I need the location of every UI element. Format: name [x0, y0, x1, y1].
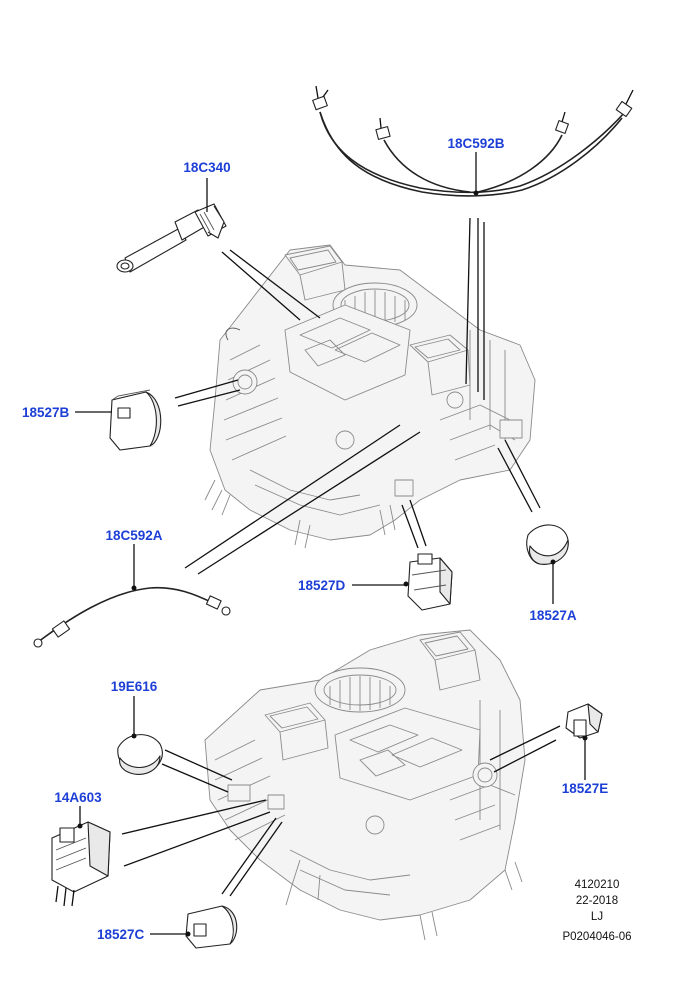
callout-18527B[interactable]: 18527B	[22, 405, 70, 420]
part-18C592A-cable	[33, 585, 231, 648]
callout-18527D[interactable]: 18527D	[298, 578, 346, 593]
callout-18527A[interactable]: 18527A	[529, 608, 577, 623]
callout-18C592A[interactable]: 18C592A	[105, 528, 162, 543]
reference-number: 4120210	[575, 879, 620, 891]
part-18527A-actuator	[526, 524, 569, 565]
callout-18C592B[interactable]: 18C592B	[447, 136, 504, 151]
leader-lines	[75, 152, 586, 935]
reference-code: LJ	[591, 911, 603, 923]
callout-18527E[interactable]: 18527E	[562, 781, 609, 796]
illustration-id: P0204046-06	[562, 931, 631, 943]
part-18527D-actuator	[403, 553, 453, 611]
lower-hvac-assembly	[204, 629, 526, 941]
reference-date: 22-2018	[576, 895, 618, 907]
part-18527C-actuator	[185, 905, 238, 949]
reference-block: 4120210 22-2018 LJ P0204046-06	[562, 879, 631, 943]
part-18527B-actuator	[109, 389, 162, 451]
callout-19E616[interactable]: 19E616	[111, 679, 158, 694]
part-18C592B-cable	[312, 85, 634, 197]
callout-labels: 18C340 18C592B 18527B 18C592A 18527D 185…	[22, 136, 608, 942]
callout-18C340[interactable]: 18C340	[183, 160, 230, 175]
part-18C340-sensor	[116, 203, 227, 273]
callout-14A603[interactable]: 14A603	[54, 790, 102, 805]
upper-hvac-assembly	[204, 244, 536, 549]
part-14A603-module	[51, 821, 111, 907]
callout-18527C[interactable]: 18527C	[97, 927, 145, 942]
part-19E616-sensor	[117, 733, 163, 775]
part-18527E-actuator	[565, 703, 603, 741]
